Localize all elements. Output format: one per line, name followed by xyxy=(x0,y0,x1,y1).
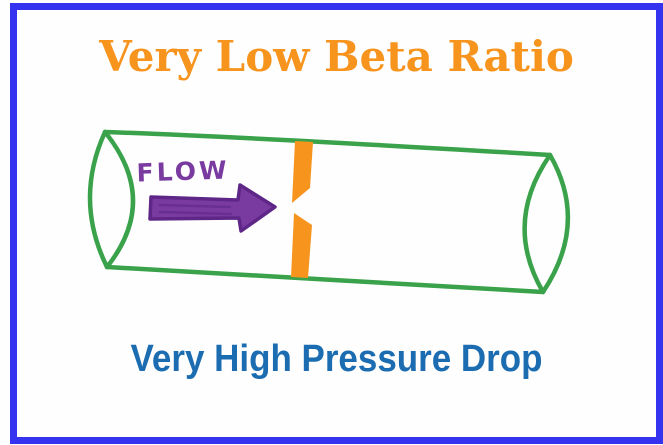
flow-label: FLOW xyxy=(136,155,230,187)
pipe-left-cap-outer xyxy=(87,129,110,270)
orifice-plate-lower xyxy=(291,213,312,278)
caption-text: Very High Pressure Drop xyxy=(130,338,543,380)
frame-border xyxy=(10,3,663,444)
flow-arrow-shading xyxy=(158,203,233,216)
pipe-top-edge xyxy=(102,129,553,158)
pipe-bottom-edge xyxy=(104,264,546,295)
pipe-right-cap-inner xyxy=(522,152,553,295)
pipe-left-cap-inner xyxy=(102,129,136,270)
orifice-plate-upper xyxy=(292,141,313,203)
pipe-right-cap-outer xyxy=(540,152,571,295)
title-text: Very Low Beta Ratio xyxy=(99,32,574,81)
flow-arrow xyxy=(148,183,277,233)
